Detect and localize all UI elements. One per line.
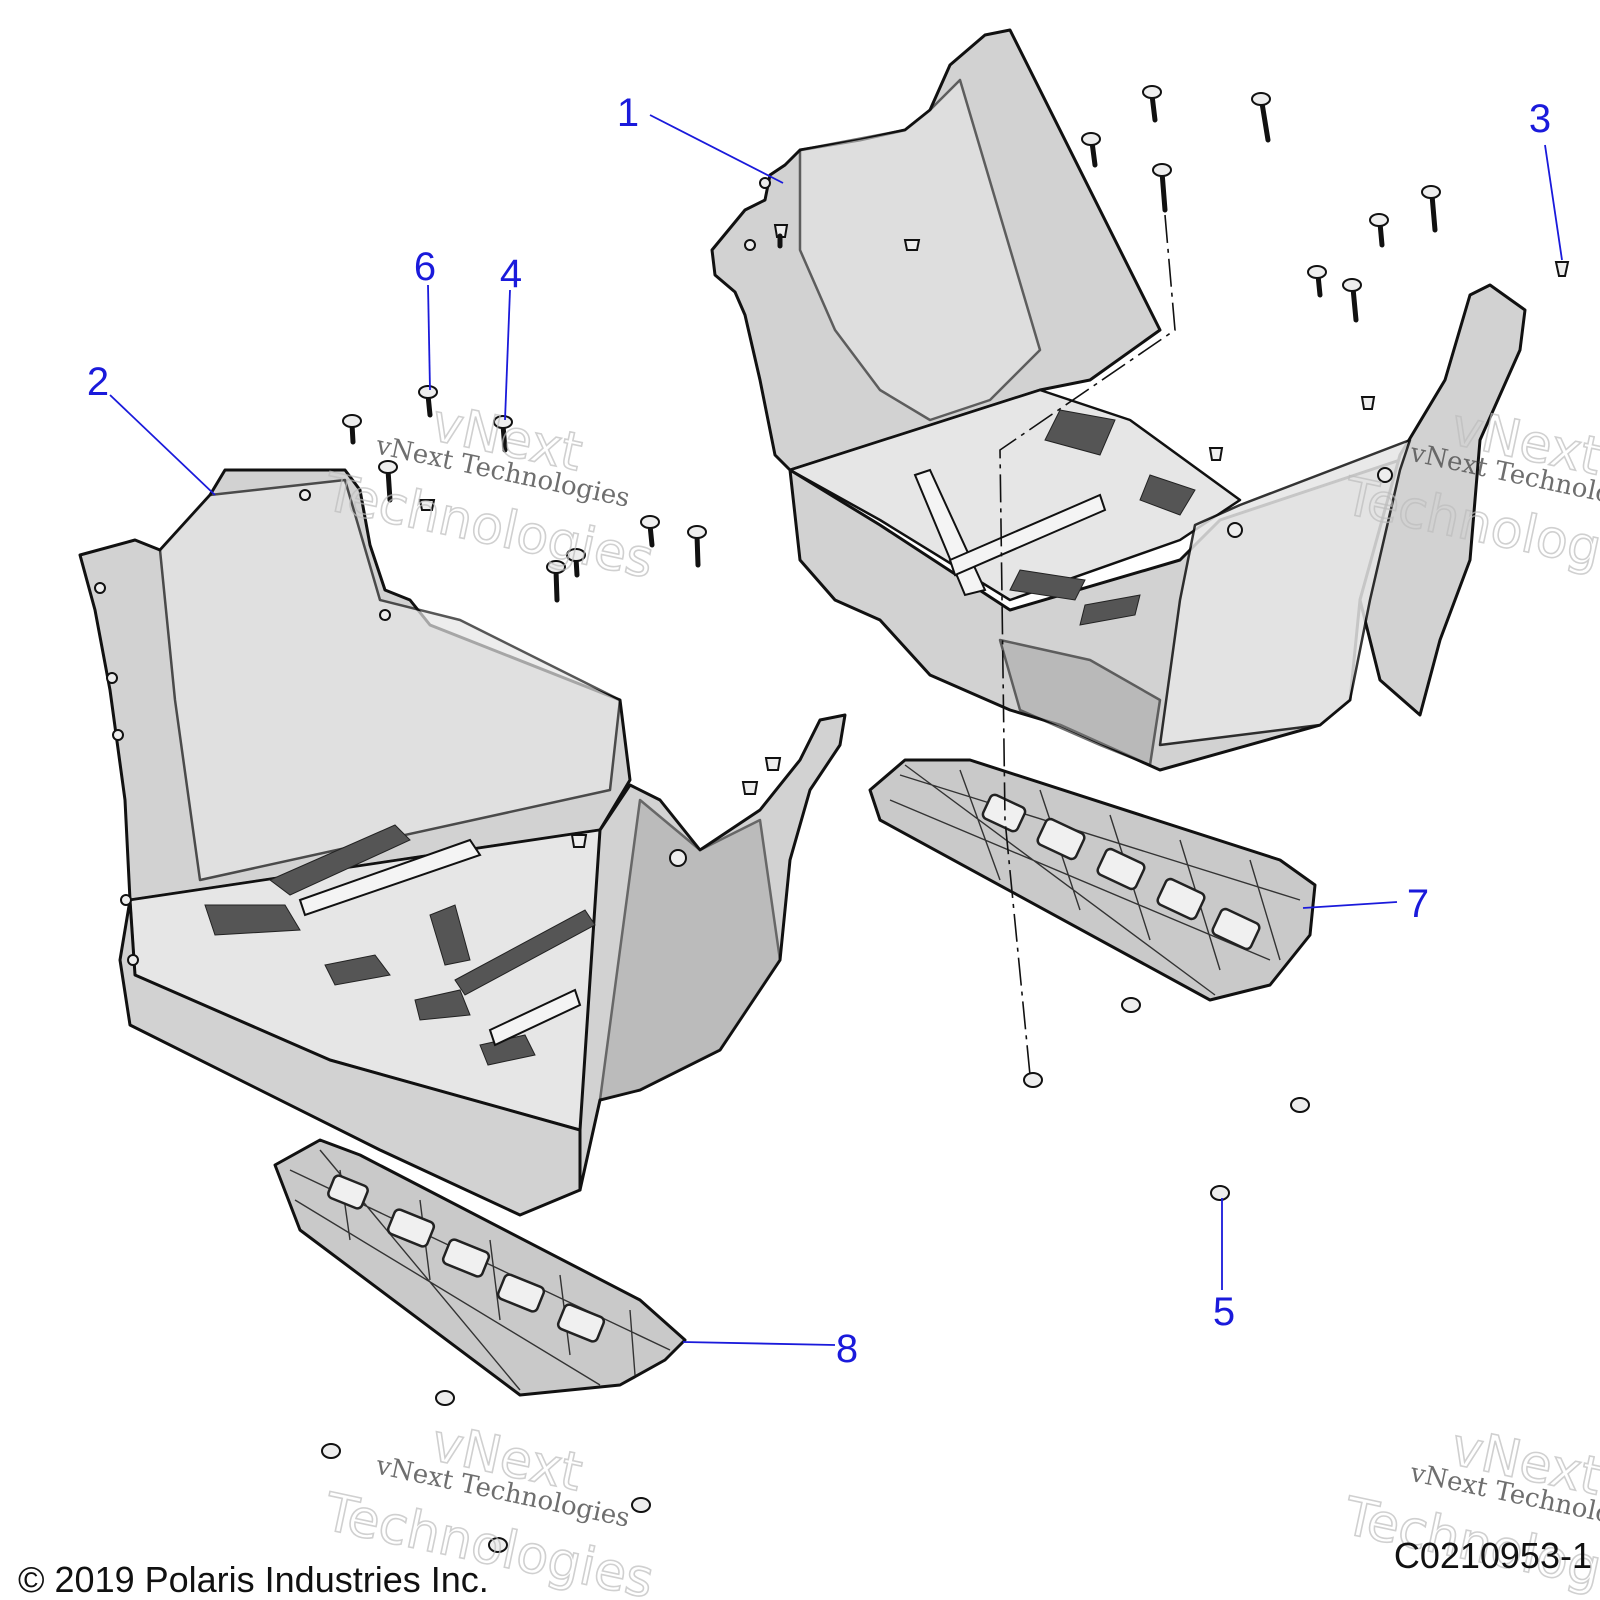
callout-5-label: 5 <box>1213 1290 1235 1334</box>
bolt-icon <box>1142 85 1162 123</box>
nut-icon <box>435 1390 455 1406</box>
bolt-icon <box>342 414 362 445</box>
push-rivet-icon <box>1360 396 1376 410</box>
part-2-left-footwell[interactable] <box>78 468 847 1217</box>
nut-icon <box>488 1537 508 1553</box>
nut-icon <box>321 1443 341 1459</box>
callout-5[interactable]: 5 <box>1213 1198 1235 1334</box>
callout-6[interactable]: 6 <box>414 245 436 391</box>
callout-1-label: 1 <box>617 91 639 135</box>
nut-icon <box>1210 1185 1230 1201</box>
callout-4[interactable]: 4 <box>500 252 522 421</box>
callout-4-label: 4 <box>500 252 522 296</box>
bolt-icon <box>687 525 707 568</box>
bolt-icon <box>493 415 513 453</box>
push-rivet-icon <box>764 757 782 771</box>
bolt-icon <box>1152 163 1172 213</box>
bolt-icon <box>1307 265 1327 298</box>
bolt-icon <box>1081 132 1101 168</box>
bolt-icon <box>1369 213 1389 248</box>
callouts: 1 2 3 4 5 6 7 8 <box>87 91 1563 1371</box>
bolt-icon <box>1421 185 1441 233</box>
drawing-number: C0210953-1 <box>1394 1535 1592 1576</box>
callout-7-label: 7 <box>1407 882 1429 926</box>
bolt-icon <box>566 548 586 578</box>
fasteners <box>321 85 1570 1553</box>
nut-icon <box>1023 1072 1043 1088</box>
part-7-right-floor-mat[interactable] <box>868 758 1317 1002</box>
bolt-icon <box>1251 92 1271 143</box>
push-rivet-icon <box>1208 447 1224 461</box>
copyright-text: © 2019 Polaris Industries Inc. <box>18 1559 489 1600</box>
part-8-left-floor-mat[interactable] <box>273 1138 687 1397</box>
callout-6-label: 6 <box>414 245 436 289</box>
callout-2-label: 2 <box>87 360 109 404</box>
bolt-icon <box>378 460 398 503</box>
callout-8[interactable]: 8 <box>682 1327 858 1371</box>
assembly-centerlines <box>999 214 1176 1076</box>
push-rivet-icon <box>1554 261 1570 277</box>
callout-3-label: 3 <box>1529 97 1551 141</box>
callout-8-label: 8 <box>836 1327 858 1371</box>
nut-icon <box>1290 1097 1310 1113</box>
push-rivet-icon <box>741 781 759 795</box>
nut-icon <box>631 1497 651 1513</box>
push-rivet-icon <box>773 224 789 249</box>
callout-2[interactable]: 2 <box>87 360 216 496</box>
bolt-icon <box>418 385 438 418</box>
callout-7[interactable]: 7 <box>1302 882 1429 926</box>
callout-1[interactable]: 1 <box>617 91 784 184</box>
part-1-right-footwell[interactable] <box>710 28 1527 772</box>
bolt-icon <box>640 515 660 548</box>
bolt-icon <box>546 560 566 603</box>
nut-icon <box>1121 997 1141 1013</box>
bolt-icon <box>1342 278 1362 323</box>
push-rivet-icon <box>570 834 588 848</box>
push-rivet-icon <box>903 239 921 251</box>
callout-3[interactable]: 3 <box>1529 97 1563 261</box>
push-rivet-icon <box>418 499 436 511</box>
